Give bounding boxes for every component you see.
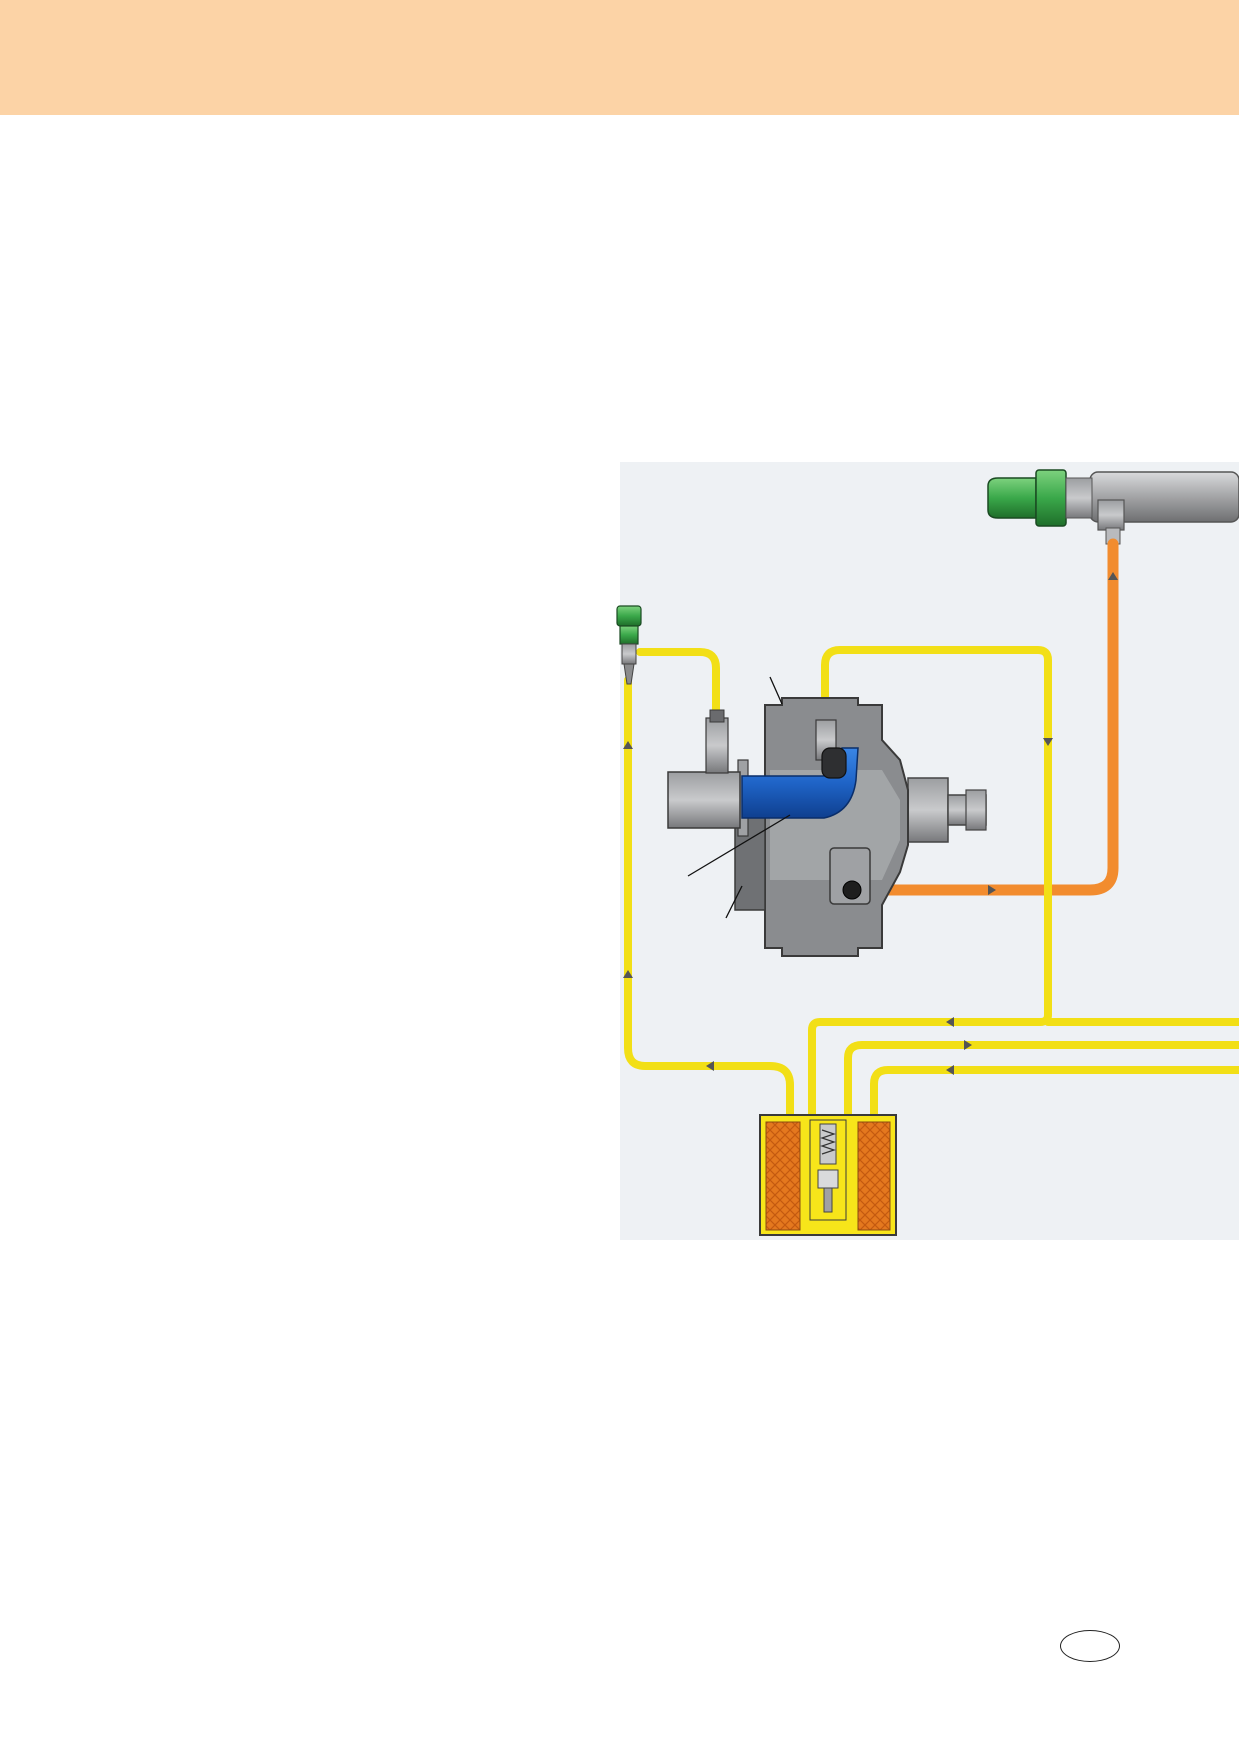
flow-arrow-icon: [946, 1065, 954, 1075]
fuel-filter-element-left: [765, 1121, 801, 1231]
metering-unit-housing: [667, 771, 741, 829]
flow-arrow-icon: [988, 885, 996, 895]
temperature-sensor-tip: [623, 663, 635, 685]
page-number-badge: [1060, 1630, 1120, 1662]
return-line-right-3: [870, 1066, 1239, 1124]
callout-leader-3: [725, 885, 743, 919]
callout-leader-1: [769, 676, 783, 705]
fuel-filter-stem: [823, 1187, 833, 1213]
flow-arrow-icon: [623, 741, 633, 749]
pump-outlet-port: [842, 880, 862, 900]
flow-arrow-icon: [1108, 572, 1118, 580]
supply-line-top: [636, 648, 720, 724]
pump-shaft-collar: [907, 777, 949, 843]
flow-arrow-icon: [623, 970, 633, 978]
pump-shaft-end: [965, 789, 987, 831]
flow-arrows: [623, 572, 1118, 1075]
fuel-system-diagram-panel: [620, 462, 1239, 1240]
flow-arrow-icon: [706, 1061, 714, 1071]
rail-pressure-sensor-icon: [987, 469, 1093, 527]
header-band: [0, 0, 1239, 115]
callout-leader-2: [687, 814, 791, 877]
return-line-right-2: [844, 1041, 1239, 1124]
fuel-filter-icon: [759, 1114, 897, 1236]
fuel-rail-tee: [1097, 499, 1125, 531]
pump-solenoid-plug: [821, 747, 847, 779]
fuel-filter-piston: [817, 1169, 839, 1189]
rail-pressure-sensor-plug: [987, 477, 1037, 519]
temperature-sensor-plug: [616, 605, 642, 627]
temperature-sensor-nut: [619, 625, 639, 645]
flow-arrow-icon: [964, 1040, 972, 1050]
high-pressure-line: [842, 538, 1119, 896]
flow-arrow-icon: [946, 1017, 954, 1027]
flow-arrow-icon: [1043, 738, 1053, 746]
pump-inlet-connector: [705, 717, 729, 774]
temperature-sensor-icon: [616, 605, 642, 685]
pump-inlet-nozzle: [709, 709, 725, 723]
temperature-sensor-body: [621, 643, 637, 665]
callout-lines: [687, 676, 791, 919]
fuel-rail: [1089, 471, 1239, 545]
high-pressure-pump-icon: [667, 697, 987, 957]
return-line-pump: [808, 646, 1052, 1124]
fuel-filter-spring: [820, 1129, 836, 1155]
rail-pressure-sensor-thread: [1065, 477, 1093, 519]
rail-pressure-sensor-nut: [1035, 469, 1067, 527]
fuel-filter-element-right: [857, 1121, 891, 1231]
